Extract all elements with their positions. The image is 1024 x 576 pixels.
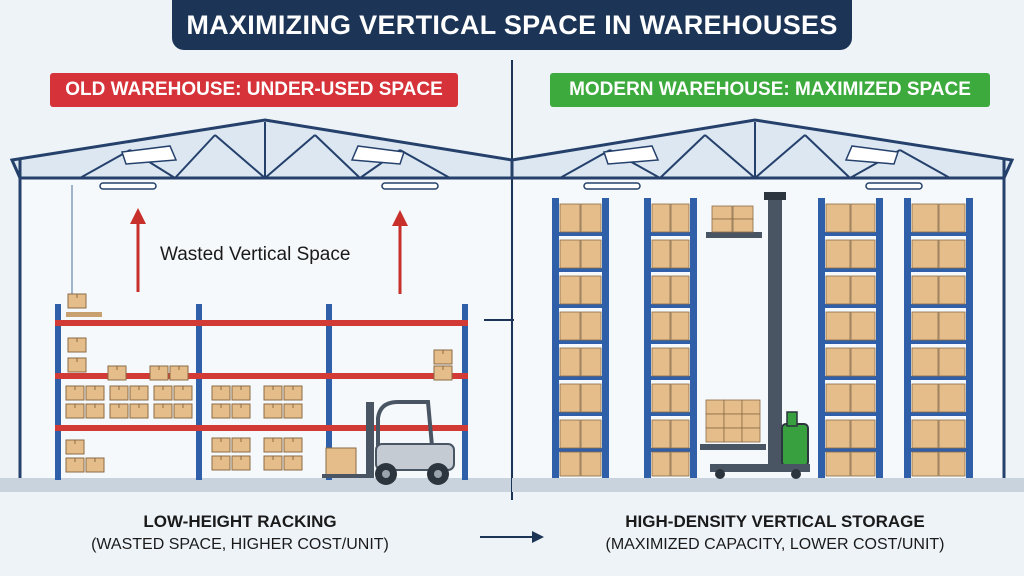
modern-caption: HIGH-DENSITY VERTICAL STORAGE (MAXIMIZED… bbox=[540, 512, 1010, 554]
modern-warehouse-label: MODERN WAREHOUSE: MAXIMIZED SPACE bbox=[550, 73, 990, 107]
forklift-icon bbox=[322, 400, 455, 485]
old-warehouse bbox=[0, 118, 514, 492]
tall-rack bbox=[818, 198, 883, 478]
tall-rack bbox=[552, 198, 609, 478]
ceiling-light-icon bbox=[865, 182, 923, 190]
modern-caption-title: HIGH-DENSITY VERTICAL STORAGE bbox=[625, 512, 925, 531]
old-caption-subtitle: (WASTED SPACE, HIGHER COST/UNIT) bbox=[91, 536, 389, 553]
old-warehouse-label: OLD WAREHOUSE: UNDER-USED SPACE bbox=[50, 73, 458, 107]
modern-caption-subtitle: (MAXIMIZED CAPACITY, LOWER COST/UNIT) bbox=[605, 536, 945, 553]
wasted-space-annotation: Wasted Vertical Space bbox=[160, 244, 351, 265]
skylight-icon bbox=[602, 145, 660, 165]
page-title-text: MAXIMIZING VERTICAL SPACE IN WAREHOUSES bbox=[186, 9, 838, 40]
up-arrow-icon bbox=[130, 208, 146, 292]
modern-warehouse bbox=[510, 118, 1024, 492]
tall-rack bbox=[644, 198, 697, 478]
up-arrow-icon bbox=[392, 210, 408, 294]
low-racking bbox=[55, 304, 468, 480]
old-caption: LOW-HEIGHT RACKING (WASTED SPACE, HIGHER… bbox=[40, 512, 440, 554]
modern-roof bbox=[510, 118, 1015, 180]
modern-warehouse-label-text: MODERN WAREHOUSE: MAXIMIZED SPACE bbox=[569, 79, 971, 100]
old-caption-title: LOW-HEIGHT RACKING bbox=[143, 512, 337, 531]
ceiling-light-icon bbox=[99, 182, 157, 190]
old-warehouse-label-text: OLD WAREHOUSE: UNDER-USED SPACE bbox=[65, 79, 443, 100]
right-arrow-icon bbox=[480, 531, 544, 543]
skylight-icon bbox=[350, 145, 405, 165]
skylight-icon bbox=[120, 145, 178, 165]
ceiling-light-icon bbox=[381, 182, 439, 190]
skylight-icon bbox=[844, 145, 899, 165]
old-roof bbox=[9, 118, 514, 180]
reach-truck-icon bbox=[700, 192, 810, 479]
page-title: MAXIMIZING VERTICAL SPACE IN WAREHOUSES bbox=[172, 0, 852, 50]
ceiling-light-icon bbox=[583, 182, 641, 190]
tall-rack bbox=[904, 198, 973, 478]
